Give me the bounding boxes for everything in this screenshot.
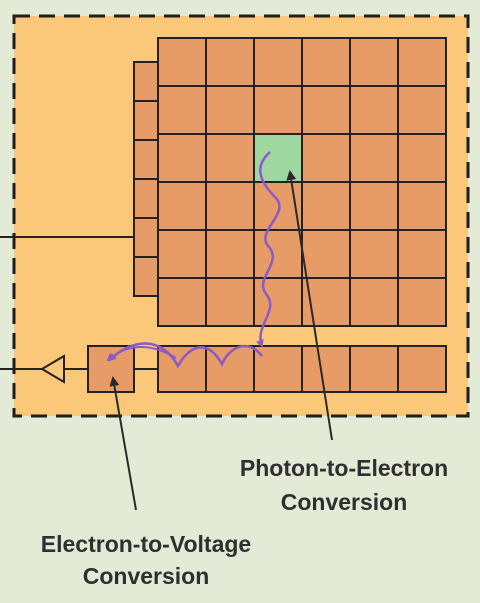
pixel-cell: [157, 37, 207, 87]
pixel-cell: [301, 181, 351, 231]
vertical-register-cell: [133, 178, 159, 219]
vertical-register-cell: [133, 100, 159, 141]
vertical-register-cell: [133, 61, 159, 102]
vertical-register-cell: [133, 256, 159, 297]
horizontal-register-cell: [397, 345, 447, 393]
pixel-cell: [301, 37, 351, 87]
pixel-cell: [253, 277, 303, 327]
pixel-cell: [349, 277, 399, 327]
charge-to-output-arrow: [106, 345, 177, 362]
pixel-cell: [157, 277, 207, 327]
pixel-cell: [349, 133, 399, 183]
pixel-cell: [253, 85, 303, 135]
electron-label-line1: Electron-to-Voltage: [41, 531, 251, 557]
horizontal-register-cell: [349, 345, 399, 393]
pixel-cell: [397, 133, 447, 183]
photon-label-line1: Photon-to-Electron: [240, 455, 448, 481]
vertical-charge-path: [256, 151, 281, 348]
horizontal-shift-register: [157, 345, 447, 393]
pixel-cell: [397, 37, 447, 87]
vertical-shift-register: [133, 61, 159, 297]
pixel-cell: [157, 133, 207, 183]
pixel-cell: [397, 229, 447, 279]
pixel-cell: [301, 133, 351, 183]
pixel-cell: [397, 85, 447, 135]
pixel-array: [157, 37, 447, 327]
pixel-cell: [349, 181, 399, 231]
pixel-cell: [253, 37, 303, 87]
pixel-cell: [205, 133, 255, 183]
pixel-cell: [157, 85, 207, 135]
pixel-cell: [301, 277, 351, 327]
photon-pointer-arrow: [286, 170, 333, 441]
pixel-cell: [349, 37, 399, 87]
horizontal-register-cell: [157, 345, 207, 393]
horizontal-charge-path: [108, 342, 263, 369]
pixel-cell: [205, 85, 255, 135]
pixel-cell: [349, 85, 399, 135]
pixel-cell: [205, 229, 255, 279]
pixel-cell: [397, 277, 447, 327]
horizontal-register-cell: [301, 345, 351, 393]
photon-label-line2: Conversion: [281, 489, 408, 515]
pixel-cell: [349, 229, 399, 279]
pixel-cell: [301, 229, 351, 279]
electron-label-line2: Conversion: [83, 563, 210, 589]
vertical-register-cell: [133, 139, 159, 180]
pixel-cell: [205, 37, 255, 87]
pixel-cell: [205, 181, 255, 231]
pixel-cell: [397, 181, 447, 231]
output-node: [87, 345, 135, 393]
horizontal-register-cell: [253, 345, 303, 393]
pixel-cell: [253, 229, 303, 279]
electron-pointer-arrow: [109, 376, 137, 511]
pixel-cell: [157, 181, 207, 231]
pixel-cell: [205, 277, 255, 327]
vertical-register-cell: [133, 217, 159, 258]
pixel-cell: [301, 85, 351, 135]
pixel-cell: [157, 229, 207, 279]
